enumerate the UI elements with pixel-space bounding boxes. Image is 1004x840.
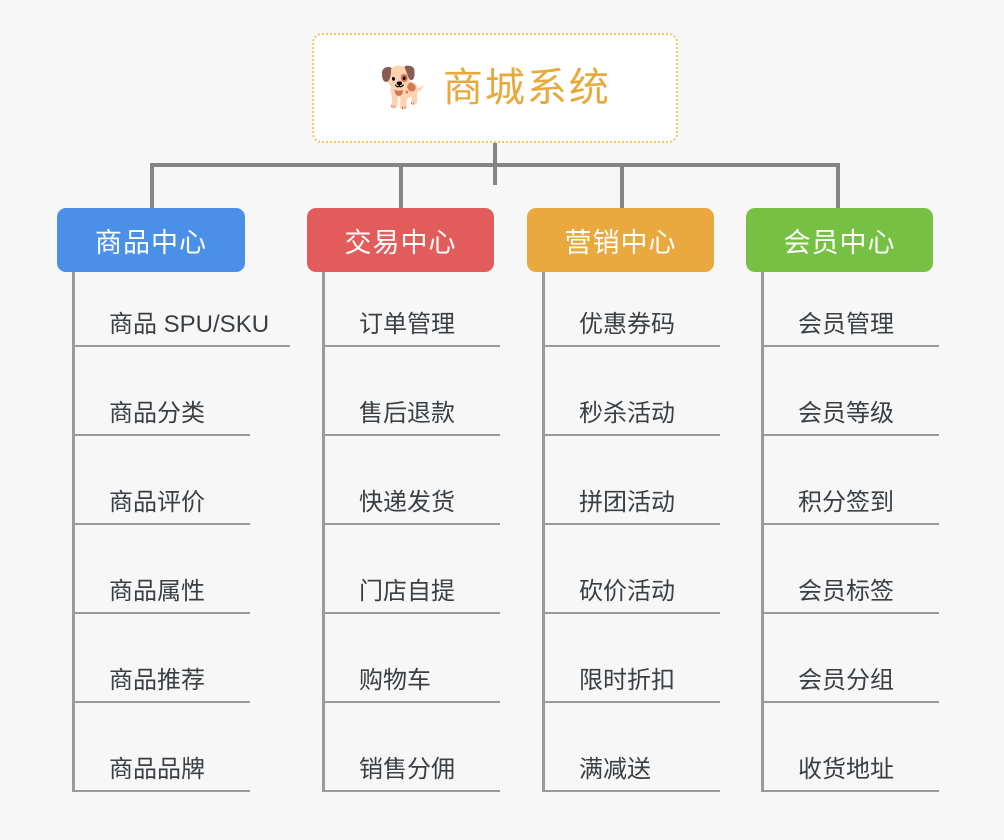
branch-header-label-4: 会员中心 bbox=[783, 227, 896, 258]
leaf-item[interactable]: 砍价活动 bbox=[545, 525, 720, 614]
root-title: 商城系统 bbox=[442, 66, 611, 110]
leaf-item[interactable]: 限时折扣 bbox=[545, 614, 720, 703]
connector-drop-2 bbox=[399, 163, 403, 208]
branch-header-label-1: 商品中心 bbox=[95, 227, 207, 258]
leaf-item[interactable]: 商品评价 bbox=[75, 436, 250, 525]
leaf-item[interactable]: 会员分组 bbox=[764, 614, 939, 703]
leaf-item[interactable]: 商品推荐 bbox=[75, 614, 250, 703]
connector-horizontal-bar bbox=[150, 163, 840, 167]
leaf-item[interactable]: 快递发货 bbox=[325, 436, 500, 525]
connector-drop-4 bbox=[836, 163, 840, 208]
leaf-item[interactable]: 拼团活动 bbox=[545, 436, 720, 525]
branch-header-3[interactable]: 营销中心 bbox=[527, 208, 714, 272]
branch-header-2[interactable]: 交易中心 bbox=[307, 208, 494, 272]
leaf-item[interactable]: 售后退款 bbox=[325, 347, 500, 436]
leaf-item[interactable]: 满减送 bbox=[545, 703, 720, 792]
leaf-item[interactable]: 商品分类 bbox=[75, 347, 250, 436]
leaf-item[interactable]: 会员标签 bbox=[764, 525, 939, 614]
branch-column-1: 商品中心 商品 SPU/SKU 商品分类 商品评价 商品属性 商品推荐 商品品牌 bbox=[57, 208, 290, 792]
leaf-list-3: 优惠券码 秒杀活动 拼团活动 砍价活动 限时折扣 满减送 bbox=[542, 272, 720, 792]
leaf-list-2: 订单管理 售后退款 快递发货 门店自提 购物车 销售分佣 bbox=[322, 272, 500, 792]
leaf-item[interactable]: 商品 SPU/SKU bbox=[75, 272, 290, 347]
branch-header-4[interactable]: 会员中心 bbox=[746, 208, 933, 272]
leaf-item[interactable]: 秒杀活动 bbox=[545, 347, 720, 436]
branch-header-1[interactable]: 商品中心 bbox=[57, 208, 245, 272]
shiba-dog-emoji: 🐕 bbox=[379, 66, 429, 110]
connector-drop-3 bbox=[620, 163, 624, 208]
connector-drop-1 bbox=[150, 163, 154, 208]
leaf-item[interactable]: 会员等级 bbox=[764, 347, 939, 436]
leaf-item[interactable]: 收货地址 bbox=[764, 703, 939, 792]
branch-column-4: 会员中心 会员管理 会员等级 积分签到 会员标签 会员分组 收货地址 bbox=[746, 208, 939, 792]
leaf-item[interactable]: 会员管理 bbox=[764, 272, 939, 347]
leaf-item[interactable]: 积分签到 bbox=[764, 436, 939, 525]
leaf-list-4: 会员管理 会员等级 积分签到 会员标签 会员分组 收货地址 bbox=[761, 272, 939, 792]
leaf-item[interactable]: 订单管理 bbox=[325, 272, 500, 347]
leaf-item[interactable]: 优惠券码 bbox=[545, 272, 720, 347]
leaf-item[interactable]: 销售分佣 bbox=[325, 703, 500, 792]
branch-header-label-2: 交易中心 bbox=[344, 227, 457, 258]
branch-header-label-3: 营销中心 bbox=[564, 227, 677, 258]
leaf-item[interactable]: 商品品牌 bbox=[75, 703, 250, 792]
branch-column-3: 营销中心 优惠券码 秒杀活动 拼团活动 砍价活动 限时折扣 满减送 bbox=[527, 208, 720, 792]
branch-column-2: 交易中心 订单管理 售后退款 快递发货 门店自提 购物车 销售分佣 bbox=[307, 208, 500, 792]
leaf-list-1: 商品 SPU/SKU 商品分类 商品评价 商品属性 商品推荐 商品品牌 bbox=[72, 272, 290, 792]
leaf-item[interactable]: 商品属性 bbox=[75, 525, 250, 614]
leaf-item[interactable]: 门店自提 bbox=[325, 525, 500, 614]
root-node[interactable]: 🐕 商城系统 bbox=[312, 33, 678, 143]
leaf-item[interactable]: 购物车 bbox=[325, 614, 500, 703]
